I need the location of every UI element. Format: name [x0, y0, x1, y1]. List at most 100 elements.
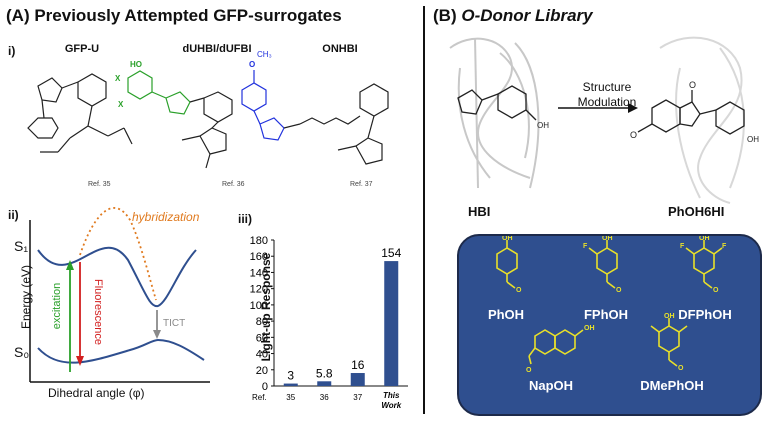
bar-value-label-1: 5.8: [316, 366, 333, 380]
bar-2: [350, 373, 365, 386]
category-label-0: 35: [286, 393, 295, 402]
o-donor-library-box: [457, 234, 762, 416]
molecule-name-onhbi: ONHBI: [322, 43, 358, 55]
tict-arrowhead: [153, 330, 161, 339]
fphoh-structure: [588, 240, 618, 289]
y-tick-label: 100: [250, 300, 268, 312]
modulation-arrowhead: [628, 103, 638, 113]
category-label-3-0: This: [383, 391, 400, 400]
molecule-name-gfpu: GFP-U: [64, 43, 100, 55]
sub-label-ii: ii): [8, 208, 19, 222]
gfpu-structure: [27, 73, 133, 153]
hbi-label: HBI: [468, 204, 491, 219]
bar-0: [283, 383, 298, 386]
phoh-oh: OH: [502, 236, 513, 242]
dmephoh-structure: [650, 318, 688, 367]
fphoh-oh: OH: [602, 236, 613, 242]
panel-divider: [423, 6, 425, 414]
dfphoh-oh: OH: [699, 236, 710, 242]
bar-value-label-2: 16: [351, 358, 365, 372]
energy-diagram: [29, 207, 210, 383]
duhbi-structure: [127, 70, 233, 169]
category-label-3-1: Work: [381, 401, 401, 410]
dfphoh-f-right: F: [722, 243, 727, 250]
bar-3: [384, 261, 399, 386]
phoh-structure: [496, 240, 518, 289]
phoh6hi-oh-label: OH: [747, 135, 759, 144]
s0-curve: [37, 338, 205, 364]
dmephoh-o: O: [678, 365, 684, 372]
panel-a-title: (A) Previously Attempted GFP-surrogates: [6, 6, 342, 26]
panel-a-title-text: Previously Attempted GFP-surrogates: [34, 6, 342, 25]
library-item-dmephoh: DMePhOH: [640, 378, 704, 393]
library-item-phoh: PhOH: [487, 307, 525, 322]
fphoh-o: O: [616, 287, 622, 294]
category-label-1: 36: [320, 393, 329, 402]
y-tick-label: 160: [250, 251, 268, 263]
panel-b-title-text: O-Donor Library: [461, 6, 593, 25]
bar-1: [317, 381, 332, 386]
excitation-label: excitation: [51, 282, 63, 330]
napoh-structure: [528, 329, 584, 365]
s1-label: S₁: [14, 238, 29, 254]
light-up-bar-chart: 0204060801001201401601803355.8361637154T…: [250, 235, 408, 410]
y-tick-label: 80: [256, 316, 268, 328]
hbi-oh-label: OH: [537, 121, 549, 130]
dfphoh-f-left: F: [680, 243, 685, 250]
dna-ribbon-right: [659, 36, 745, 204]
onhbi-structure: [241, 70, 389, 165]
substituent-x-top: X: [115, 74, 121, 83]
substituent-x-bottom: X: [118, 100, 124, 109]
hybridization-curve: [79, 207, 157, 301]
y-tick-label: 0: [262, 381, 268, 393]
protein-ribbon-left: [449, 37, 540, 189]
y-tick-label: 140: [250, 267, 268, 279]
ref-duhbi: Ref. 36: [222, 181, 245, 188]
ref-gfpu: Ref. 35: [88, 181, 111, 188]
ref-onhbi: Ref. 37: [350, 181, 373, 188]
energy-xlabel: Dihedral angle (φ): [48, 386, 145, 400]
sub-label-i: i): [8, 44, 16, 58]
panel-b-prefix: (B): [433, 6, 457, 25]
substituent-ch3: CH₃: [257, 50, 272, 59]
phoh6hi-label: PhOH6HI: [668, 204, 725, 219]
molecule-name-duhbi: dUHBI/dUFBI: [182, 43, 252, 55]
panel-b-structures: OH O OH O: [449, 36, 759, 204]
dmephoh-oh: OH: [664, 313, 675, 320]
phoh6hi-structure: [637, 90, 745, 135]
modulation-text: Structure Modulation: [572, 80, 642, 110]
bar-value-label-3: 154: [381, 246, 401, 260]
energy-ylabel: Energy (eV): [19, 264, 33, 330]
y-tick-label: 20: [256, 365, 268, 377]
dfphoh-structure: [685, 240, 723, 289]
panel-a-prefix: (A): [6, 6, 30, 25]
library-item-fphoh: FPhOH: [583, 307, 629, 322]
chart-ylabel: Light-up Response: [259, 252, 273, 362]
substituent-methoxy: O: [249, 60, 256, 69]
napoh-o: O: [526, 367, 532, 374]
napoh-oh: OH: [584, 325, 595, 332]
hybridization-label: hybridization: [132, 210, 200, 224]
panel-b-title: (B) O-Donor Library: [433, 6, 593, 26]
substituent-ho: HO: [130, 60, 142, 69]
category-label-2: 37: [353, 393, 362, 402]
library-item-napoh: NapOH: [528, 378, 574, 393]
excitation-arrowhead: [66, 260, 74, 270]
molecule-structures: [27, 70, 389, 169]
library-item-dfphoh: DFPhOH: [678, 307, 732, 322]
s0-label: S₀: [14, 344, 30, 360]
s1-curve: [37, 246, 197, 308]
modulation-text-2: Modulation: [577, 95, 637, 109]
phoh-o: O: [516, 287, 522, 294]
y-tick-label: 40: [256, 349, 268, 361]
library-structures: OH OH F OH F F O O O OH O OH O: [496, 236, 727, 374]
y-tick-label: 180: [250, 235, 268, 247]
sub-label-iii: iii): [238, 212, 252, 226]
hbi-structure: [457, 85, 537, 121]
y-tick-label: 60: [256, 332, 268, 344]
fluorescence-label: Fluorescence: [92, 278, 104, 346]
category-axis-label: Ref.: [252, 393, 267, 402]
phoh6hi-o-label: O: [630, 130, 637, 140]
dfphoh-o: O: [713, 287, 719, 294]
phoh6hi-carbonyl-label: O: [689, 80, 696, 90]
